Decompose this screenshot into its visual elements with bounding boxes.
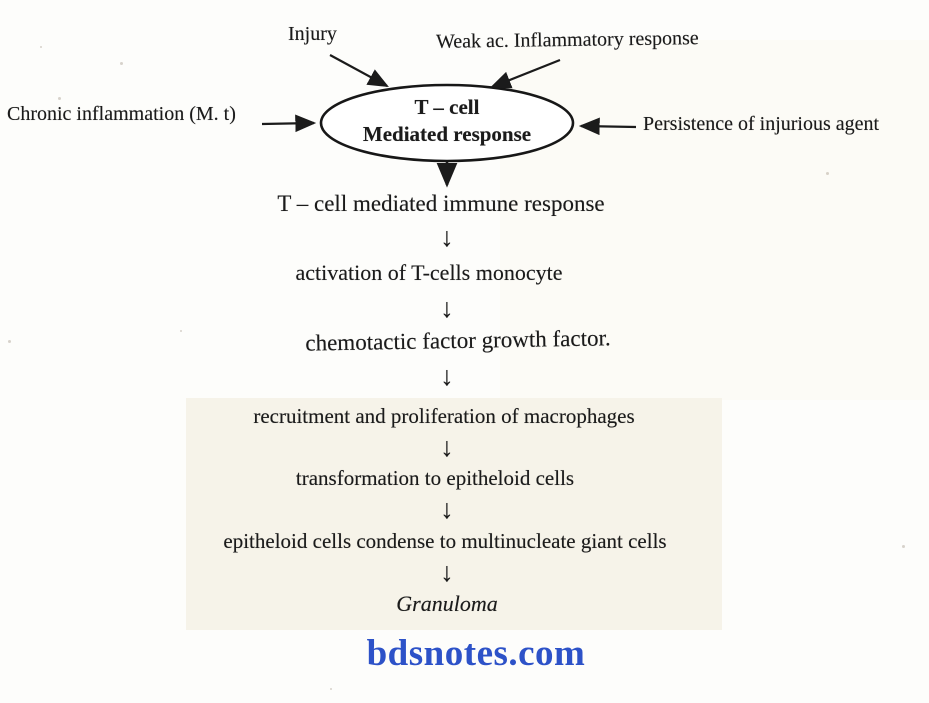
t-cell-node: T – cell Mediated response	[321, 94, 573, 154]
flow-step-3: chemotactic factor growth factor.	[305, 325, 611, 356]
down-arrow-icon: ↓	[440, 293, 454, 323]
scan-speck	[826, 172, 829, 175]
flow-step-4: recruitment and proliferation of macroph…	[253, 404, 635, 428]
flow-step-6: epitheloid cells condense to multinuclea…	[223, 529, 667, 553]
scan-speck	[120, 62, 123, 65]
down-arrow-icon: ↓	[440, 494, 454, 524]
down-arrow-icon: ↓	[440, 222, 454, 252]
watermark-text: bdsnotes.com	[366, 633, 586, 674]
injury-arrow	[329, 54, 389, 88]
injury-label: Injury	[288, 23, 337, 45]
flow-step-5: transformation to epitheloid cells	[295, 466, 575, 490]
down-arrow-icon: ↓	[440, 361, 454, 391]
flow-step-7: Granuloma	[396, 591, 498, 616]
scan-speck	[180, 330, 182, 332]
scan-speck	[330, 688, 332, 690]
t-cell-node-line2: Mediated response	[362, 122, 532, 147]
scan-speck	[902, 545, 905, 548]
weak-acute-arrow	[489, 58, 561, 89]
chronic-inflammation-label: Chronic inflammation (M. t)	[7, 103, 236, 125]
persistence-arrow	[578, 117, 637, 136]
weak-acute-label: Weak ac. Inflammatory response	[435, 27, 699, 53]
scan-speck	[40, 46, 42, 48]
scan-speck	[58, 97, 61, 100]
flow-step-2: activation of T-cells monocyte	[295, 260, 563, 285]
scan-speck	[8, 340, 11, 343]
down-arrow-icon: ↓	[440, 432, 454, 462]
flow-step-1: T – cell mediated immune response	[277, 191, 605, 216]
persistence-label: Persistence of injurious agent	[643, 113, 880, 135]
t-cell-node-line1: T – cell	[414, 95, 480, 119]
down-arrow-icon: ↓	[440, 557, 454, 587]
chronic-inflammation-arrow	[261, 114, 317, 133]
